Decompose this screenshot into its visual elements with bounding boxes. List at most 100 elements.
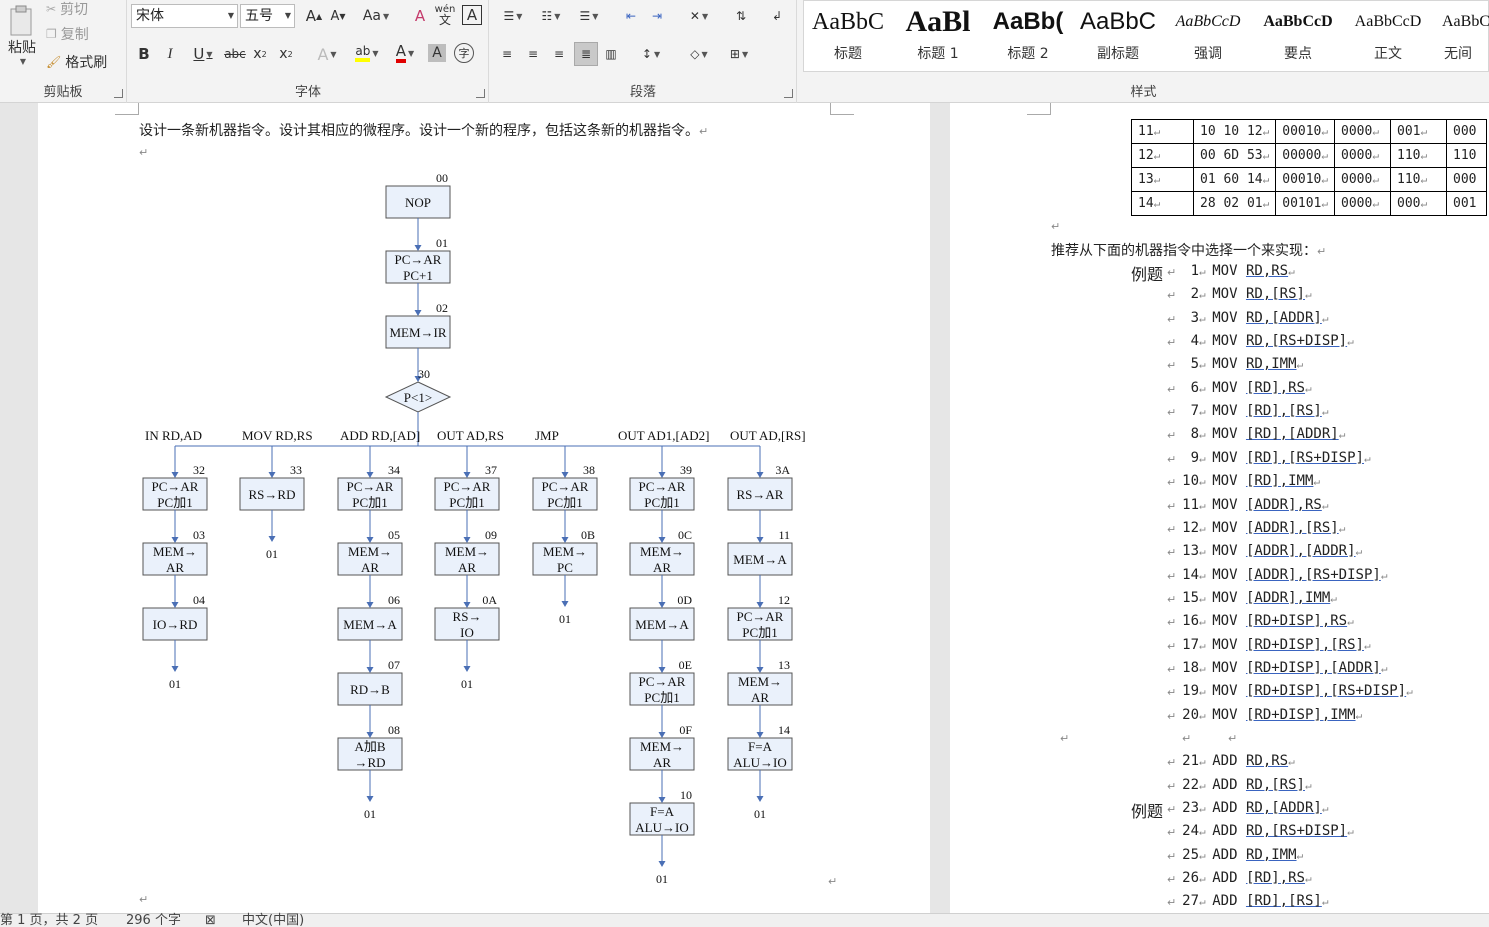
change-case-button[interactable]: Aa▼ <box>362 8 390 24</box>
language-indicator[interactable]: 中文(中国) <box>242 913 305 927</box>
bullets-button[interactable]: ☰▼ <box>503 9 523 23</box>
arrow-head-icon <box>756 667 764 673</box>
proofing-icon[interactable]: ⊠ <box>205 913 216 927</box>
paragraph-mark: ↵ <box>139 893 149 906</box>
font-size-select[interactable]: 五号 ▼ <box>240 4 295 28</box>
char-border-button[interactable]: A <box>462 5 482 25</box>
cell-mark: ↵ <box>1262 197 1270 210</box>
paragraph-mark: ↵ <box>699 125 709 138</box>
instruction-number: 4 <box>1190 333 1199 350</box>
increase-indent-button[interactable]: ⇥ <box>646 6 668 26</box>
show-marks-button[interactable]: ↲ <box>766 6 788 26</box>
instruction-item: 4↵ MOV RD,[RS+DISP]↵ <box>1165 333 1354 349</box>
status-bar: 第 1 页，共 2 页 296 个字 ⊠ 中文(中国) <box>0 913 1489 927</box>
multilevel-list-button[interactable]: ☰▼ <box>579 9 599 23</box>
instruction-opcode: MOV <box>1212 426 1246 443</box>
page-count[interactable]: 第 1 页，共 2 页 <box>0 913 99 927</box>
flow-exit-label: 01 <box>266 547 278 561</box>
borders-button[interactable]: ⊞▼ <box>729 47 749 61</box>
align-left-button[interactable]: ≡ <box>496 44 518 64</box>
align-right-button[interactable]: ≡ <box>548 44 570 64</box>
style-heading-1[interactable]: AaBl 标题 1 <box>894 3 982 69</box>
instruction-opcode: ADD <box>1212 870 1246 887</box>
paragraph-mark: ↵ <box>1347 335 1354 349</box>
style-name: 无间 <box>1444 46 1472 62</box>
flow-box-text: MEM→ <box>543 544 587 559</box>
instruction-opcode: ADD <box>1212 800 1246 817</box>
paragraph-mark: ↵ <box>1167 429 1177 443</box>
paragraph-mark: ↵ <box>1355 545 1363 559</box>
instruction-opcode: MOV <box>1212 286 1246 303</box>
instruction-number: 3 <box>1190 309 1199 326</box>
paragraph-mark: ↵ <box>1167 336 1177 350</box>
grow-font-button[interactable]: A▲ <box>305 7 323 25</box>
table-cell: 110 <box>1446 143 1488 168</box>
instruction-item: 10↵ MOV [RD],IMM↵ <box>1165 473 1320 489</box>
justify-button[interactable]: ≣ <box>574 42 598 66</box>
font-name-select[interactable]: 宋体 ▼ <box>131 4 238 28</box>
paste-button[interactable]: 粘贴 ▼ <box>2 0 42 70</box>
cut-button[interactable]: ✂ 剪切 <box>46 0 88 18</box>
align-center-button[interactable]: ≡ <box>522 44 544 64</box>
paragraph-mark: ↵ <box>1199 708 1213 722</box>
flow-box <box>434 477 500 511</box>
paragraph-mark: ↵ <box>1199 335 1213 349</box>
instruction-opcode: MOV <box>1212 263 1246 279</box>
decrease-indent-button[interactable]: ⇤ <box>620 6 642 26</box>
underline-icon: U <box>193 45 205 63</box>
flow-box-text: F=A <box>650 804 675 819</box>
style-title[interactable]: AaBbC 标题 <box>804 3 892 69</box>
italic-button[interactable]: I <box>160 44 180 64</box>
clipboard-launcher-icon[interactable] <box>114 89 123 98</box>
instruction-item: 8↵ MOV [RD],[ADDR]↵ <box>1165 426 1346 443</box>
flow-box <box>629 607 695 641</box>
table-cell: 01 60 14↵ <box>1192 167 1277 192</box>
shrink-font-button[interactable]: A▼ <box>330 8 346 24</box>
copy-button[interactable]: ❐ 复制 <box>46 25 89 43</box>
line-spacing-button[interactable]: ↕▼ <box>641 47 661 61</box>
margin-corner <box>115 103 139 115</box>
enclose-char-button[interactable]: 字 <box>454 43 474 63</box>
strikethrough-button[interactable]: abc <box>224 44 246 64</box>
font-launcher-icon[interactable] <box>476 89 485 98</box>
arrow-head-icon <box>658 602 666 608</box>
asian-layout-button[interactable]: ✕▼ <box>689 9 709 23</box>
table-row: 12↵00 6D 53↵00000↵0000↵110↵110 <box>1131 143 1488 168</box>
format-painter-button[interactable]: 🖌 格式刷 <box>46 53 107 71</box>
arrow-head-icon <box>268 536 276 542</box>
paragraph-group-label: 段落 <box>629 85 656 100</box>
clear-format-button[interactable]: A <box>410 6 430 26</box>
distributed-button[interactable]: ▥ <box>600 44 622 64</box>
paste-dropdown-icon[interactable]: ▼ <box>19 56 27 66</box>
style-emphasis[interactable]: AaBbCcD 强调 <box>1164 3 1252 69</box>
flow-box-text: ALU→IO <box>635 820 688 835</box>
instruction-operands: [RD+DISP],IMM <box>1245 706 1356 723</box>
style-normal[interactable]: AaBbCcD 正文 <box>1344 3 1432 69</box>
arrow-head-icon <box>268 472 276 478</box>
char-shading-button[interactable]: A <box>428 44 446 62</box>
sort-button[interactable]: ⇅ <box>730 6 752 26</box>
table-cell: 11↵ <box>1131 119 1194 144</box>
shading-button[interactable]: ◇▼ <box>690 47 708 61</box>
text-effects-button[interactable]: A▼ <box>317 44 337 64</box>
underline-button[interactable]: U▼ <box>193 45 213 63</box>
flow-box-text: MEM→ <box>640 739 684 754</box>
flow-exit-label: 01 <box>754 807 766 821</box>
numbering-button[interactable]: ☷▼ <box>541 9 561 23</box>
instruction-opcode: MOV <box>1212 403 1246 420</box>
style-strong[interactable]: AaBbCcD 要点 <box>1254 3 1342 69</box>
flow-address-label: 08 <box>388 723 400 737</box>
bold-button[interactable]: B <box>134 44 154 64</box>
font-color-button[interactable]: A▼ <box>390 42 420 64</box>
arrow-head-icon <box>366 796 374 802</box>
paragraph-launcher-icon[interactable] <box>784 89 793 98</box>
style-subtitle[interactable]: AaBbC 副标题 <box>1074 3 1162 69</box>
flow-exit-label: 01 <box>169 677 181 691</box>
style-heading-2[interactable]: AaBb( 标题 2 <box>984 3 1072 69</box>
style-no-spacing[interactable]: AaBbC 无间 <box>1434 3 1489 69</box>
highlight-button[interactable]: ab▼ <box>350 42 384 64</box>
word-count[interactable]: 296 个字 <box>126 913 181 927</box>
